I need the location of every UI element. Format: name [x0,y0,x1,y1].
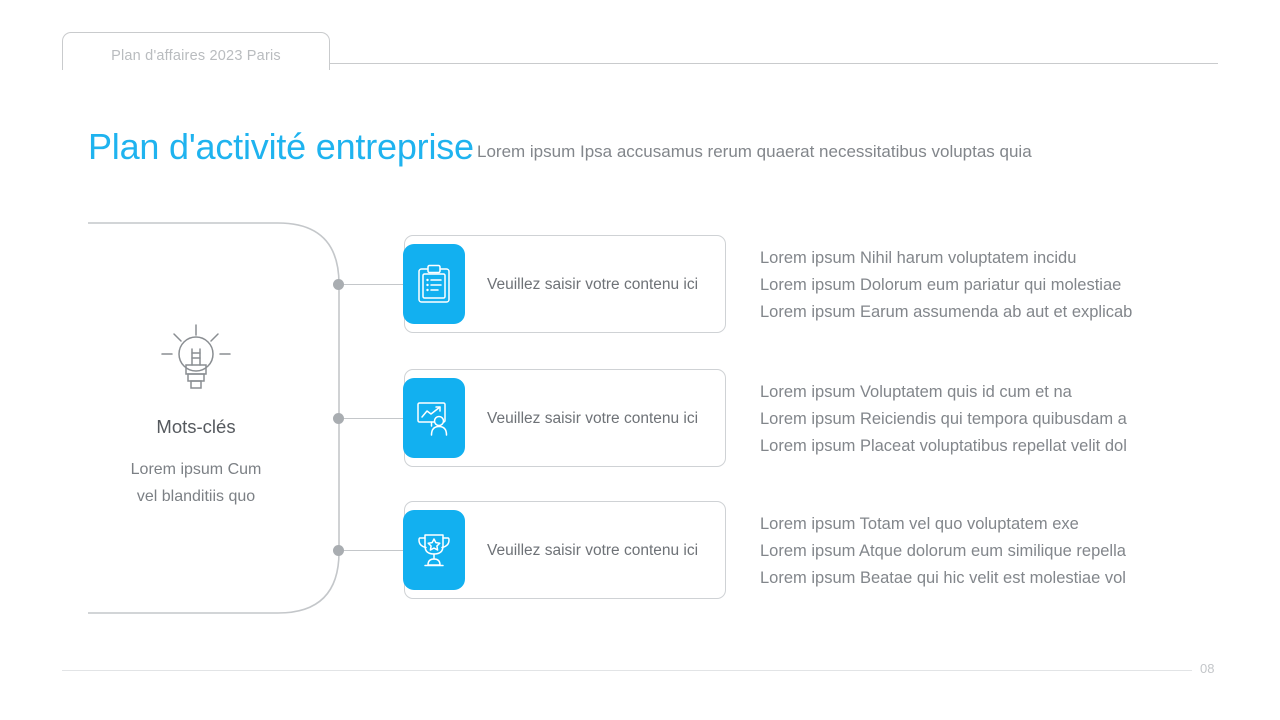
header-tab-bar: Plan d'affaires 2023 Paris [0,0,1280,90]
header-tab-shape [62,32,330,70]
lightbulb-icon [158,322,234,398]
card-2-description-line-2: Lorem ipsum Reiciendis qui tempora quibu… [760,410,1127,428]
page-title: Plan d'activité entreprise [88,126,474,167]
card-1-description: Lorem ipsum Nihil harum voluptatem incid… [760,245,1132,326]
card-2-description-line-3: Lorem ipsum Placeat voluptatibus repella… [760,437,1127,455]
card-1-description-line-2: Lorem ipsum Dolorum eum pariatur qui mol… [760,276,1122,294]
card-1-text: Veuillez saisir votre contenu ici [487,276,699,293]
keyword-title: Mots-clés [156,416,236,437]
card-3-description-line-1: Lorem ipsum Totam vel quo voluptatem exe [760,515,1079,533]
keyword-description: Lorem ipsum Cum vel blanditiis quo [96,456,296,510]
card-2-text: Veuillez saisir votre contenu ici [487,410,699,427]
page-subtitle: Lorem ipsum Ipsa accusamus rerum quaerat… [477,142,1032,161]
card-3-description-line-2: Lorem ipsum Atque dolorum eum similique … [760,542,1126,560]
card-3-text: Veuillez saisir votre contenu ici [487,542,699,559]
card-1-description-line-3: Lorem ipsum Earum assumenda ab aut et ex… [760,303,1133,321]
page-number: 08 [1200,661,1215,676]
connector-dot-3 [333,545,344,556]
presentation-person-icon [403,378,465,458]
connector-lead-1 [344,284,403,285]
trophy-icon [403,510,465,590]
keyword-description-line-1: Lorem ipsum Cum [130,461,262,478]
keyword-description-line-2: vel blanditiis quo [136,488,256,505]
header-tab-label: Plan d'affaires 2023 Paris [111,48,281,64]
connector-dot-1 [333,279,344,290]
header-divider-rule [330,63,1218,64]
footer-divider-rule [62,670,1192,671]
card-3-description: Lorem ipsum Totam vel quo voluptatem exe… [760,511,1126,592]
connector-lead-2 [344,418,403,419]
clipboard-icon [403,244,465,324]
card-3-description-line-3: Lorem ipsum Beatae qui hic velit est mol… [760,569,1126,587]
card-2-description-line-1: Lorem ipsum Voluptatem quis id cum et na [760,383,1072,401]
connector-dot-2 [333,413,344,424]
keyword-block: Mots-clés Lorem ipsum Cum vel blanditiis… [96,322,296,510]
connector-lead-3 [344,550,403,551]
card-1-description-line-1: Lorem ipsum Nihil harum voluptatem incid… [760,249,1077,267]
card-2-description: Lorem ipsum Voluptatem quis id cum et na… [760,379,1127,460]
